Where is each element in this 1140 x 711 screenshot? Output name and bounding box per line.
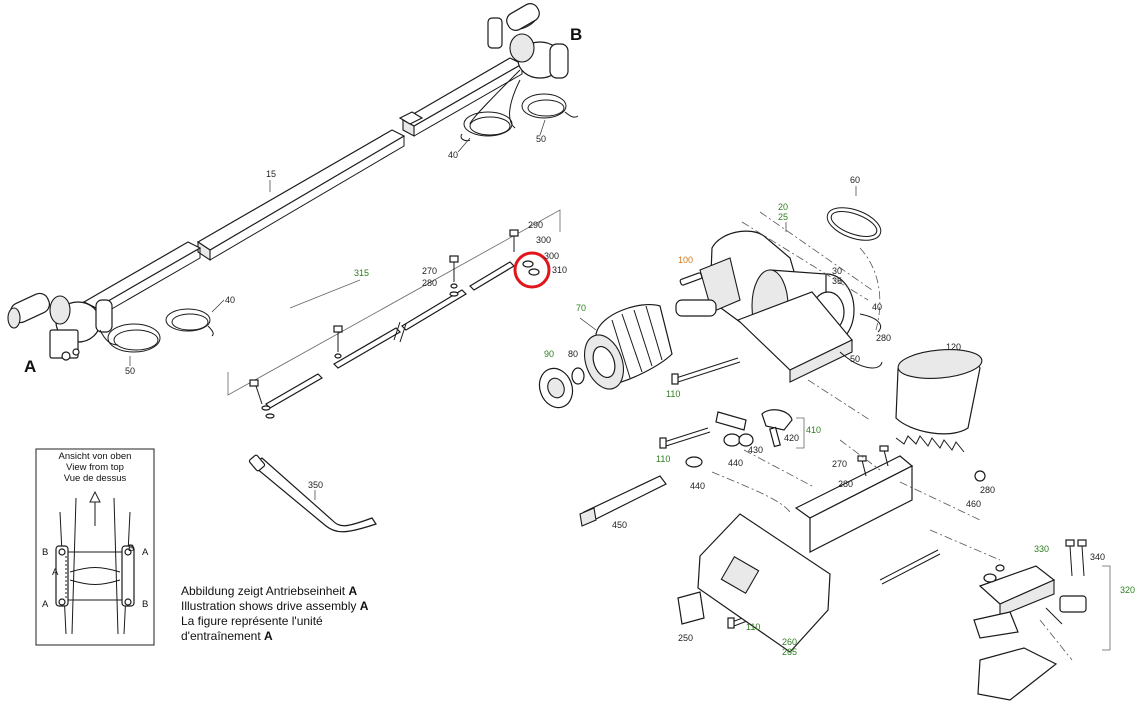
shaft-450	[579, 475, 667, 527]
caption-en: Illustration shows drive assembly A	[181, 599, 369, 613]
part-label: 40	[225, 295, 235, 305]
part-label: 350	[308, 480, 323, 490]
part-number-labels: 15 40 50 40 50 290 300 300 310 315 270 2…	[125, 134, 1135, 657]
frame-rail-assembly	[7, 3, 579, 366]
part-label: 15	[266, 169, 276, 179]
highlight-circle	[513, 251, 551, 289]
roller-70	[538, 304, 673, 409]
inset-mark-a-right: A	[142, 547, 149, 558]
part-label: 340	[1090, 552, 1105, 562]
caption-de: Abbildung zeigt Antriebseinheit A	[181, 584, 357, 598]
lever-set-410	[685, 409, 805, 468]
part-label: 320	[1120, 585, 1135, 595]
motor-assembly	[675, 186, 883, 383]
drive-unit-b	[469, 3, 569, 129]
part-label: 270	[422, 266, 437, 276]
part-label: 110	[746, 622, 760, 632]
part-label: 110	[666, 389, 680, 399]
part-label: 280	[876, 333, 891, 343]
part-label: 280	[838, 479, 853, 489]
crank-350	[248, 454, 377, 533]
inset-mark-a-left: A	[42, 599, 49, 610]
part-label: 25	[778, 212, 788, 222]
screw-270	[449, 255, 459, 297]
part-label: 460	[966, 499, 981, 509]
caption-fr-2: d'entraînement A	[181, 629, 273, 643]
cable-coils-a	[99, 308, 214, 353]
part-label: 300	[536, 235, 551, 245]
view-label-b: B	[570, 25, 582, 44]
part-label: 70	[576, 303, 586, 313]
part-label: 440	[728, 458, 743, 468]
inset-title-fr: Vue de dessus	[64, 473, 127, 484]
part-label: 410	[806, 425, 821, 435]
inset-title-en: View from top	[66, 462, 124, 473]
part-label: 315	[354, 268, 369, 278]
part-label: 30	[832, 266, 842, 276]
inset-mark-a-mid: A	[52, 567, 59, 578]
shaft-set-315	[227, 209, 561, 419]
inset-title-de: Ansicht von oben	[59, 451, 132, 462]
view-label-a: A	[24, 357, 36, 376]
part-label: 430	[748, 445, 763, 455]
part-label: 290	[528, 220, 543, 230]
spring-frame	[677, 435, 986, 653]
part-label: 50	[125, 366, 135, 376]
part-label: 440	[690, 481, 705, 491]
inset-mark-b-right: B	[142, 599, 148, 610]
screw-left	[249, 379, 275, 419]
part-label: 80	[568, 349, 578, 359]
assembly-lines	[711, 211, 1073, 661]
sleeve-120	[895, 349, 983, 435]
inset-mark-b-mid: B	[128, 543, 134, 554]
handle-320	[973, 539, 1111, 701]
part-label: 50	[536, 134, 546, 144]
part-label: 20	[778, 202, 788, 212]
part-label: 90	[544, 349, 554, 359]
part-label: 330	[1034, 544, 1049, 554]
part-label: 420	[784, 433, 799, 443]
part-label: 260	[782, 637, 797, 647]
part-label: 265	[782, 647, 797, 657]
part-label: 110	[656, 454, 670, 464]
part-label: 40	[448, 150, 458, 160]
part-label: 270	[832, 459, 847, 469]
screw-290	[509, 229, 519, 252]
inset-mark-b-left: B	[42, 547, 48, 558]
part-label: 450	[612, 520, 627, 530]
screw-mid	[333, 325, 343, 359]
caption: Abbildung zeigt Antriebseinheit A Illust…	[181, 584, 369, 643]
part-label: 280	[422, 278, 437, 288]
part-label: 250	[678, 633, 693, 643]
drive-unit-a	[7, 292, 113, 361]
part-label: 100	[678, 255, 693, 265]
part-label: 60	[850, 175, 860, 185]
part-label: 300	[544, 251, 559, 261]
caption-fr-1: La figure représente l'unité	[181, 614, 323, 628]
part-label: 40	[872, 302, 882, 312]
part-label: 35	[832, 276, 842, 286]
ring-300-310	[522, 260, 540, 276]
top-view-inset: Ansicht von oben View from top Vue de de…	[35, 448, 155, 646]
cable-coils-b	[460, 93, 579, 142]
part-label: 50	[850, 354, 860, 364]
part-label: 280	[980, 485, 995, 495]
part-label: 120	[946, 342, 961, 352]
part-label: 310	[552, 265, 567, 275]
